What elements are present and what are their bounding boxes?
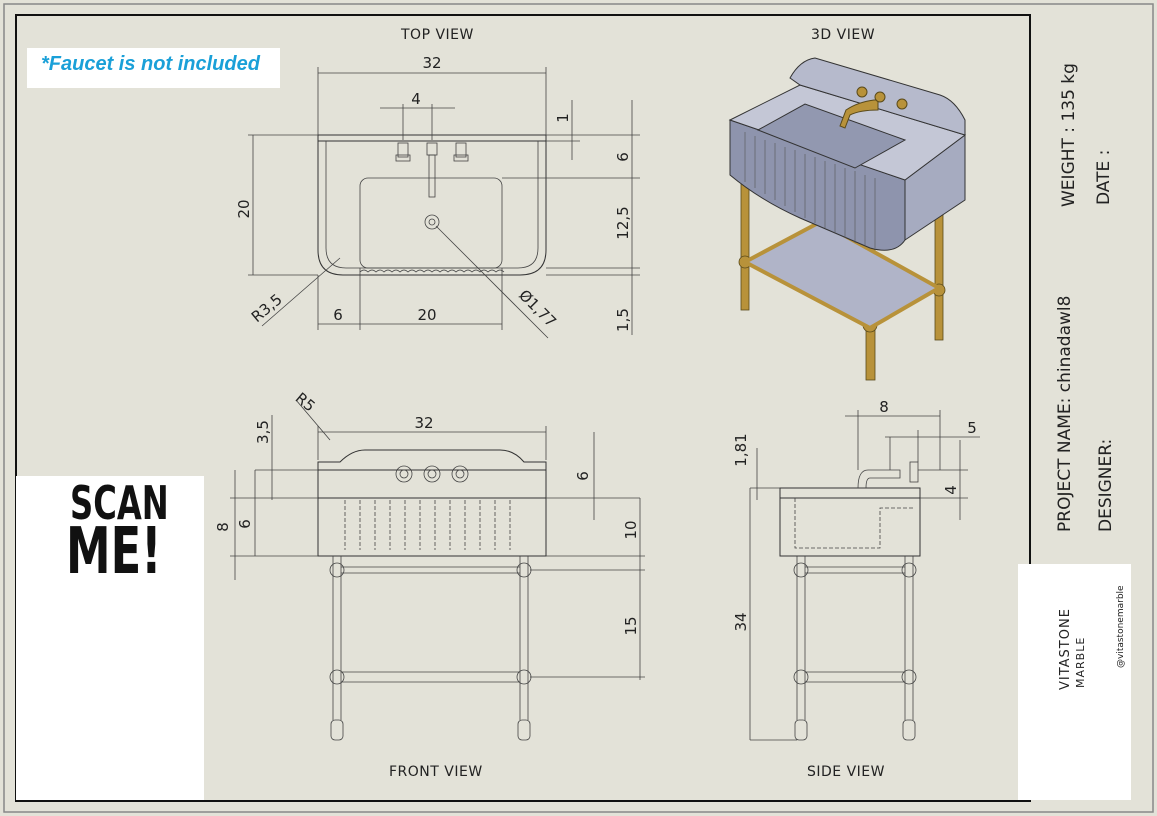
- dim-front-splash-h: 6: [574, 471, 592, 481]
- front-stand: [329, 556, 532, 741]
- front-splash: [317, 449, 547, 470]
- label-side-view: SIDE VIEW: [807, 764, 885, 780]
- dim-top-radius: R3,5: [248, 290, 286, 326]
- dim-top-bowl-width: 20: [417, 306, 436, 324]
- brand-handle: @vitastonemarble: [1116, 585, 1126, 668]
- top-dim-lines: [248, 67, 640, 339]
- top-drain: [424, 214, 440, 230]
- brand-name-sub: MARBLE: [1074, 636, 1087, 688]
- dim-top-deck: 6: [614, 152, 632, 162]
- dim-front-width: 32: [414, 414, 433, 432]
- iso-faucet: [839, 86, 908, 129]
- side-deck: [779, 487, 921, 499]
- front-taps: [395, 465, 469, 483]
- iso-basin-front: [729, 119, 906, 251]
- top-view: 32 4 1 20 6 12,5 1,5 R3,5 6 20 Ø1,77: [235, 54, 640, 339]
- dim-front-face: 6: [236, 519, 254, 529]
- dim-top-bowl: 12,5: [614, 206, 632, 239]
- side-bowl-hidden: [794, 498, 915, 549]
- dim-front-splash: 3,5: [254, 420, 272, 444]
- dim-top-width: 32: [422, 54, 441, 72]
- faucet-note: *Faucet is not included: [27, 48, 280, 88]
- dim-front-total: 8: [214, 522, 232, 532]
- side-faucet: [857, 469, 901, 489]
- scan-subtitle: ME!: [66, 515, 162, 589]
- dim-side-a: 8: [879, 398, 889, 416]
- iso-flutes: [744, 132, 876, 248]
- dim-front-body: 10: [622, 520, 640, 539]
- top-front-flutes: [359, 269, 505, 273]
- weight-field: WEIGHT : 135 kg: [1059, 63, 1079, 207]
- dim-top-front: 1,5: [614, 308, 632, 332]
- project-name-field: PROJECT NAME: chinadawl8: [1055, 295, 1075, 532]
- front-view: R5 32 3,5 6 8 6 10 15: [214, 389, 645, 741]
- front-flutes: [344, 500, 511, 550]
- dim-top-tap-spacing: 4: [411, 90, 421, 108]
- dim-front-shelf: 15: [622, 616, 640, 635]
- top-bowl: [359, 177, 503, 269]
- side-dim-lines: [749, 410, 980, 741]
- top-sink-outline: [317, 141, 547, 276]
- dim-top-left: 6: [333, 306, 343, 324]
- dim-top-depth: 20: [235, 199, 253, 218]
- label-3d-view: 3D VIEW: [811, 27, 876, 43]
- top-taps: [395, 142, 469, 198]
- dim-top-back: 1: [554, 113, 572, 123]
- outer-border: [3, 3, 1154, 813]
- brand-panel: [1018, 564, 1131, 800]
- front-dim-lines: [230, 399, 645, 680]
- side-stand: [793, 556, 917, 741]
- dim-front-radius: R5: [292, 389, 319, 416]
- iso-view: [728, 57, 967, 381]
- iso-shelf: [740, 219, 944, 331]
- front-deck: [317, 469, 547, 499]
- side-view: 1,81 8 5 4 34: [732, 398, 980, 741]
- brand-name: VITASTONE: [1058, 608, 1073, 690]
- scan-title: SCAN: [70, 476, 169, 530]
- dim-top-drain: Ø1,77: [515, 286, 560, 331]
- top-sink-inner: [325, 141, 539, 269]
- front-body: [317, 497, 547, 557]
- dim-side-height: 34: [732, 612, 750, 631]
- dim-side-b: 5: [967, 419, 977, 437]
- dim-side-c: 4: [942, 485, 960, 495]
- label-front-view: FRONT VIEW: [389, 764, 483, 780]
- designer-field: DESIGNER:: [1096, 438, 1116, 532]
- scan-panel: [16, 476, 204, 800]
- label-top-view: TOP VIEW: [401, 27, 474, 43]
- iso-bowl: [756, 103, 907, 169]
- side-body: [779, 497, 921, 557]
- dim-side-top: 1,81: [732, 433, 750, 466]
- date-field: DATE :: [1094, 149, 1114, 205]
- inner-border: [15, 14, 1031, 802]
